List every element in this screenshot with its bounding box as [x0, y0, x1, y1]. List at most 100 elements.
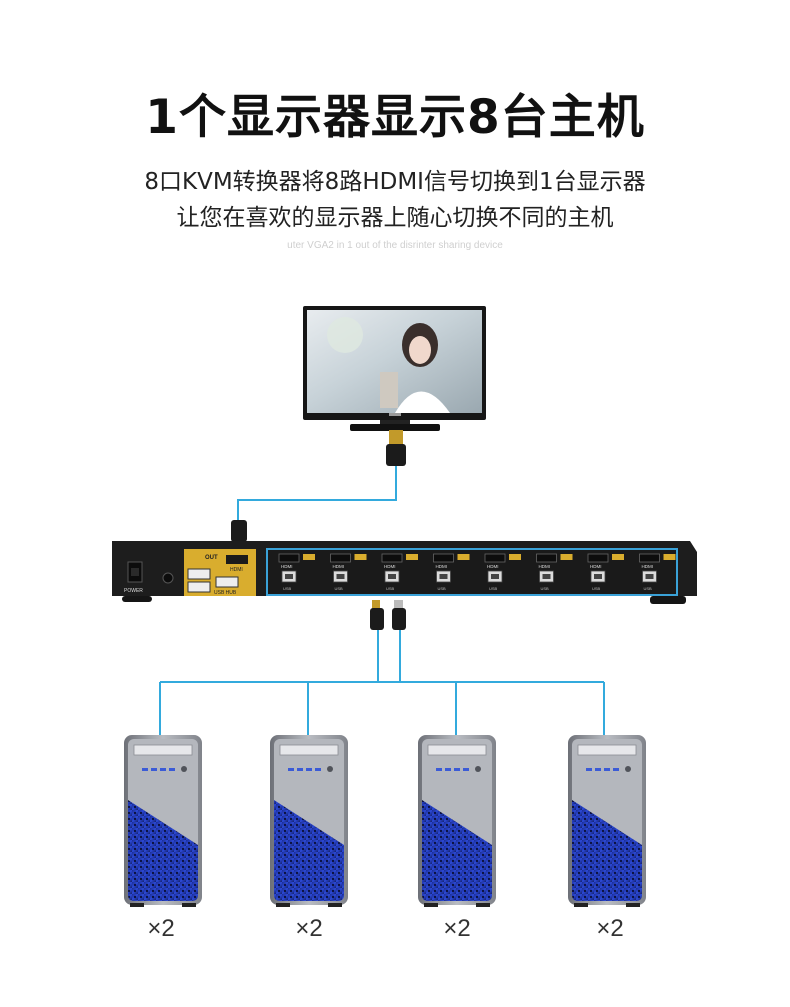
pc-cables — [159, 600, 605, 735]
hdmi-in-label-2: HDMI — [333, 564, 345, 569]
screen-flower — [327, 317, 363, 353]
tower-foot-left — [130, 903, 144, 907]
kvm-foot-left — [122, 596, 152, 602]
front-usb-port — [169, 768, 175, 771]
optical-drive-bay — [279, 744, 339, 756]
hdmi-out-label: HDMI — [230, 567, 243, 573]
front-usb-port — [586, 768, 592, 771]
hdmi-in-port-4 — [433, 553, 454, 563]
front-usb-port — [297, 768, 303, 771]
usb-hub-label: USB HUB — [214, 590, 237, 596]
port-number-badge-6 — [560, 554, 573, 560]
front-usb-port — [160, 768, 166, 771]
dc-jack — [162, 572, 174, 584]
tower-blue-mesh — [572, 800, 642, 901]
quantity-label-2: ×2 — [295, 915, 323, 942]
port-number-badge-7 — [612, 554, 624, 560]
usb-in-label-1: USB — [283, 586, 292, 591]
hdmi-in-label-8: HDMI — [642, 564, 654, 569]
usb-b-port-inner-3 — [388, 574, 396, 579]
hdmi-plug-gold — [389, 430, 403, 446]
cable-line-out — [237, 466, 397, 522]
usb-plug-pc — [392, 608, 406, 630]
screen-column — [380, 372, 398, 408]
hdmi-plug-gold-2 — [372, 600, 380, 610]
port-number-badge-4 — [457, 554, 470, 560]
tower-power-button — [181, 766, 187, 772]
hdmi-in-label-5: HDMI — [487, 564, 499, 569]
hdmi-in-port-8 — [639, 553, 660, 563]
port-number-badge-1 — [303, 554, 315, 560]
monitor — [303, 306, 486, 431]
power-switch-rocker — [131, 568, 139, 576]
subtitle-line-1: 8口KVM转换器将8路HDMI信号切换到1台显示器 — [144, 169, 646, 195]
usb-port-1 — [187, 568, 211, 580]
hdmi-plug-top — [386, 444, 406, 466]
tower-blue-mesh — [128, 800, 198, 901]
page-title: 1个显示器显示8台主机 — [145, 90, 645, 145]
tower-foot-right — [182, 903, 196, 907]
hdmi-in-port-6 — [536, 553, 557, 563]
front-usb-port — [595, 768, 601, 771]
usb-plug-metal — [394, 600, 403, 610]
computer-tower-2 — [270, 735, 348, 907]
quantity-label-3: ×2 — [443, 915, 471, 942]
quantity-label-4: ×2 — [596, 915, 624, 942]
usb-in-label-4: USB — [438, 586, 447, 591]
front-usb-port — [604, 768, 610, 771]
hdmi-out-port — [226, 555, 248, 564]
usb-b-port-inner-2 — [336, 574, 345, 579]
computer-tower-1 — [124, 735, 202, 907]
tower-foot-left — [574, 903, 588, 907]
computer-towers — [124, 735, 646, 907]
optical-drive-bay — [427, 744, 487, 756]
hdmi-plug-pc — [370, 608, 384, 630]
monitor-logo — [389, 413, 401, 416]
computer-tower-4 — [568, 735, 646, 907]
tower-blue-mesh — [274, 800, 344, 901]
input-ports: HDMIUSBHDMIUSBHDMIUSBHDMIUSBHDMIUSBHDMIU… — [278, 553, 676, 591]
usb-b-port-inner-5 — [491, 574, 499, 579]
hdmi-in-label-4: HDMI — [436, 564, 448, 569]
tower-foot-left — [276, 903, 290, 907]
optical-drive-bay — [133, 744, 193, 756]
usb-b-port-inner-7 — [594, 574, 602, 579]
tower-foot-right — [626, 903, 640, 907]
front-usb-port — [463, 768, 469, 771]
hdmi-in-label-3: HDMI — [384, 564, 396, 569]
front-usb-port — [613, 768, 619, 771]
hdmi-plug-kvm — [231, 520, 247, 542]
front-usb-port — [436, 768, 442, 771]
front-usb-port — [454, 768, 460, 771]
tower-power-button — [625, 766, 631, 772]
quantity-label-1: ×2 — [147, 915, 175, 942]
port-number-badge-5 — [509, 554, 521, 560]
port-number-badge-8 — [663, 554, 676, 560]
usb-in-label-5: USB — [489, 586, 498, 591]
optical-drive-bay — [577, 744, 637, 756]
kvm-switch: HDMI USB HDMI USB HDMI USB HDMI USB HDMI USB HDMI U… — [112, 541, 697, 604]
power-label: POWER — [124, 588, 143, 594]
hdmi-in-label-6: HDMI — [539, 564, 551, 569]
faint-caption: uter VGA2 in 1 out of the disrinter shar… — [287, 240, 503, 251]
monitor-base — [350, 424, 440, 431]
tower-foot-right — [476, 903, 490, 907]
kvm-foot-right — [650, 596, 686, 604]
tower-blue-mesh — [422, 800, 492, 901]
usb-in-label-6: USB — [541, 586, 550, 591]
monitor-cable — [231, 430, 406, 542]
front-usb-port — [142, 768, 148, 771]
front-usb-port — [151, 768, 157, 771]
front-usb-port — [315, 768, 321, 771]
front-usb-port — [288, 768, 294, 771]
usb-b-port-inner-1 — [285, 574, 293, 579]
subtitle-line-2: 让您在喜欢的显示器上随心切换不同的主机 — [176, 205, 614, 231]
usb-in-label-7: USB — [592, 586, 601, 591]
tower-power-button — [475, 766, 481, 772]
usb-b-port-inner-8 — [645, 574, 654, 579]
hdmi-in-label-7: HDMI — [590, 564, 602, 569]
hdmi-in-port-3 — [381, 553, 403, 563]
screen-figure-face — [409, 336, 431, 364]
hdmi-in-label-1: HDMI — [281, 564, 293, 569]
